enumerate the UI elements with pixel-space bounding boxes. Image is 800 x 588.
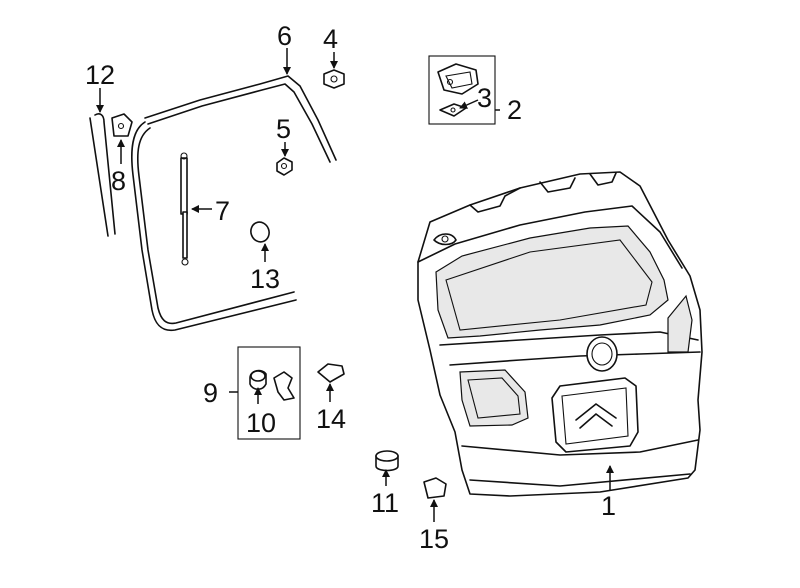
callout-14: 14 bbox=[316, 404, 346, 434]
callout-3: 3 bbox=[477, 83, 492, 113]
gate-weatherstrip bbox=[130, 121, 297, 332]
callout-6: 6 bbox=[277, 21, 292, 51]
stop-bumper bbox=[375, 450, 399, 472]
callout-labels: 1 2 3 4 5 6 7 8 9 10 11 12 13 14 15 bbox=[85, 21, 616, 554]
plug bbox=[250, 221, 270, 243]
support-strut bbox=[180, 152, 189, 266]
callout-11: 11 bbox=[371, 488, 399, 518]
side-molding bbox=[89, 113, 116, 237]
clip bbox=[323, 69, 345, 89]
nut bbox=[276, 157, 293, 176]
callout-15: 15 bbox=[419, 524, 449, 554]
callout-9: 9 bbox=[203, 378, 218, 408]
liftgate-panel bbox=[417, 171, 703, 497]
callout-4: 4 bbox=[323, 24, 338, 54]
bumper-pad bbox=[317, 363, 345, 383]
callout-10: 10 bbox=[246, 408, 276, 438]
callout-1: 1 bbox=[601, 491, 616, 521]
handle-pad bbox=[423, 477, 447, 499]
callout-7: 7 bbox=[215, 196, 230, 226]
upper-weatherstrip bbox=[144, 75, 337, 163]
bumper-kit bbox=[237, 346, 301, 440]
leader-lines bbox=[96, 48, 614, 522]
bracket bbox=[111, 113, 133, 137]
callout-13: 13 bbox=[250, 264, 280, 294]
callout-12: 12 bbox=[85, 60, 115, 90]
callout-8: 8 bbox=[111, 166, 126, 196]
callout-5: 5 bbox=[276, 114, 291, 144]
callout-2: 2 bbox=[507, 95, 522, 125]
